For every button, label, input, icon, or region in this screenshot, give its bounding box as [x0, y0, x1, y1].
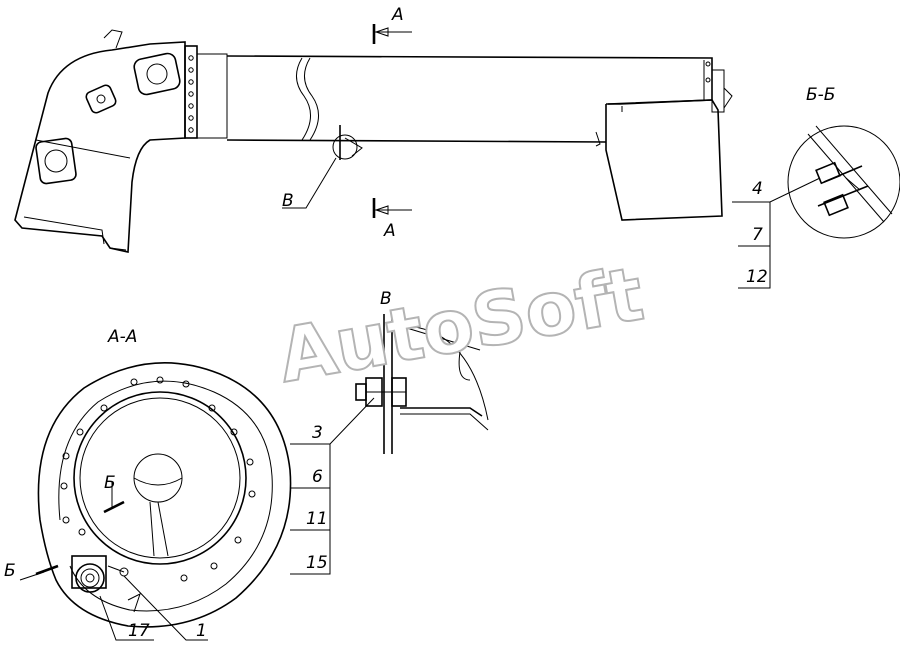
section-aa-title: А-А: [107, 327, 137, 347]
callout-15: 15: [306, 553, 328, 573]
section-a-label-top: А: [391, 5, 404, 25]
detail-v-title: В: [380, 289, 392, 309]
callout-1: 1: [196, 621, 207, 641]
watermark-text: AutoSoft: [272, 251, 649, 400]
flange-bolt-column: [188, 55, 194, 133]
auger-assembly-side-view: [14, 24, 733, 253]
callout-12: 12: [746, 267, 768, 287]
detail-v-label: В: [282, 191, 294, 211]
cut-b-label-1: Б: [104, 473, 116, 493]
section-aa-view: [19, 362, 292, 628]
callout-7: 7: [752, 225, 763, 245]
callout-leaders-aa: [99, 575, 208, 641]
callout-6: 6: [312, 467, 323, 487]
callout-3: 3: [312, 423, 323, 443]
detail-v-callout-circle: [332, 134, 358, 160]
callout-4: 4: [752, 179, 763, 199]
section-bb-title: Б-Б: [806, 85, 835, 105]
flange-bolt-ring: [60, 376, 256, 582]
callout-leaders-v: [290, 397, 375, 575]
detail-v-view: [355, 314, 489, 454]
callout-leaders-bb: [732, 177, 821, 289]
cut-b-label-2: Б: [4, 561, 16, 581]
section-a-label-bottom: А: [383, 221, 396, 241]
section-bb-detail: [787, 125, 900, 239]
callout-11: 11: [306, 509, 328, 529]
callout-17: 17: [128, 621, 150, 641]
hatch-upper: [133, 52, 181, 96]
hatch-lower: [35, 137, 77, 185]
